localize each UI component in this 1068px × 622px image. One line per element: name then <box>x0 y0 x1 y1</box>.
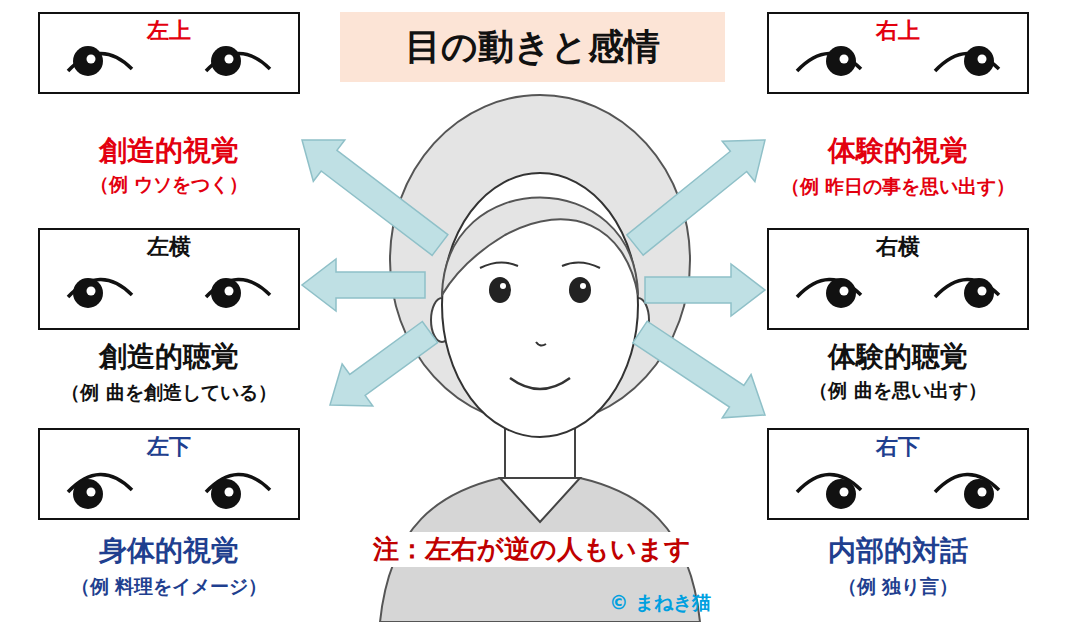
box-ground <box>38 428 300 520</box>
copyright: © まねき猫 <box>605 590 715 616</box>
title: 目の動きと感情 <box>405 23 660 72</box>
eye <box>206 474 270 509</box>
arrow <box>302 140 448 255</box>
direction-label: 右横 <box>769 232 1027 262</box>
eye <box>797 46 861 76</box>
eye <box>68 474 132 509</box>
box-grounds <box>38 12 1029 520</box>
direction-label: 左横 <box>40 232 298 262</box>
eye <box>935 474 999 509</box>
direction-arrows <box>302 140 765 418</box>
sense-heading: 体験的視覚 <box>709 132 1068 170</box>
eye-box: 右上体験的視覚（例 昨日の事を思い出す） <box>767 12 1029 94</box>
sense-heading: 内部的対話 <box>709 532 1068 570</box>
eye <box>68 278 132 308</box>
arrow <box>627 140 765 255</box>
eye-box: 右下内部的対話（例 独り言） <box>767 428 1029 520</box>
eye <box>797 474 861 509</box>
example-text: （例 ウソをつく） <box>0 172 358 198</box>
arrow <box>302 259 425 311</box>
arrow <box>330 322 438 406</box>
eye <box>797 278 861 308</box>
eye-box: 左上創造的視覚（例 ウソをつく） <box>38 12 300 94</box>
eye <box>935 278 999 308</box>
sense-heading: 体験的聴覚 <box>709 338 1068 376</box>
eye-box: 左下身体的視覚（例 料理をイメージ） <box>38 428 300 520</box>
eye <box>935 46 999 76</box>
arrow <box>633 321 765 418</box>
eye <box>206 46 270 76</box>
example-text: （例 曲を思い出す） <box>709 378 1068 404</box>
note: 注：左右が逆の人もいます <box>369 532 695 567</box>
box-ground <box>767 228 1029 330</box>
example-text: （例 料理をイメージ） <box>0 574 358 600</box>
eye <box>68 46 132 76</box>
eye <box>206 278 270 308</box>
eye-drawings <box>68 46 999 509</box>
example-text: （例 曲を創造している） <box>0 380 358 406</box>
box-ground <box>38 228 300 330</box>
eye-box: 右横体験的聴覚（例 曲を思い出す） <box>767 228 1029 330</box>
direction-label: 右下 <box>769 432 1027 462</box>
box-ground <box>767 12 1029 94</box>
direction-label: 左上 <box>40 16 298 46</box>
example-text: （例 昨日の事を思い出す） <box>709 174 1068 200</box>
direction-label: 左下 <box>40 432 298 462</box>
arrow <box>645 264 765 316</box>
sense-heading: 創造的視覚 <box>0 132 358 170</box>
sense-heading: 創造的聴覚 <box>0 338 358 376</box>
example-text: （例 独り言） <box>709 574 1068 600</box>
box-ground <box>38 12 300 94</box>
sense-heading: 身体的視覚 <box>0 532 358 570</box>
direction-label: 右上 <box>769 16 1027 46</box>
title-box: 目の動きと感情 <box>340 12 725 82</box>
box-ground <box>767 428 1029 520</box>
eye-box: 左横創造的聴覚（例 曲を創造している） <box>38 228 300 330</box>
